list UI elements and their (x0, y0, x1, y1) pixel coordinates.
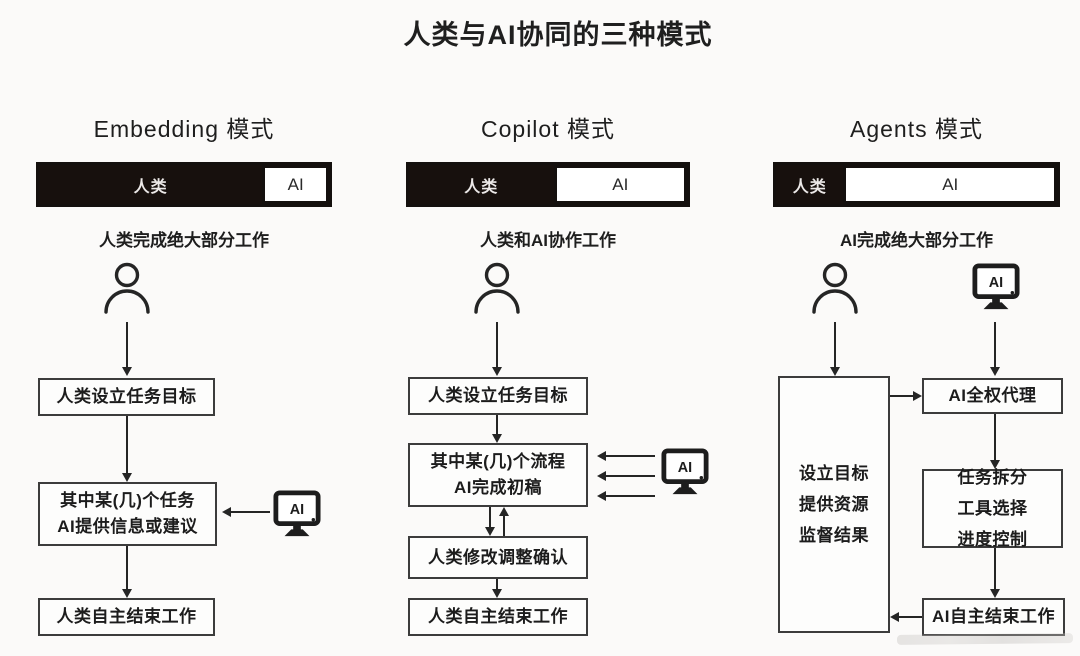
flow-box-ai-draft: 其中某(几)个流程 AI完成初稿 (408, 443, 588, 507)
watermark-smudge (896, 633, 1074, 645)
ratio-bar-embedding: 人类 AI (36, 162, 332, 207)
flow-box-label: 人类修改调整确认 (428, 547, 568, 567)
flow-box-ai-suggests: 其中某(几)个任务 AI提供信息或建议 (38, 482, 217, 546)
arrow-left-icon (890, 611, 922, 623)
bar-human-label: 人类 (792, 178, 827, 196)
arrow-down-icon (829, 322, 841, 376)
flow-box-human-oversight: 设立目标 提供资源 监督结果 (778, 376, 890, 633)
column-caption-agents: AI完成绝大部分工作 (840, 231, 993, 250)
bar-ai-segment: AI (262, 165, 329, 204)
ai-icon-label: AI (290, 502, 304, 518)
ai-computer-icon: AI (660, 448, 710, 496)
flow-box-human-revise: 人类修改调整确认 (408, 536, 588, 579)
column-caption-embedding: 人类完成绝大部分工作 (99, 231, 269, 250)
flow-box-label: 人类自主结束工作 (428, 607, 568, 626)
bar-human-label: 人类 (133, 178, 168, 196)
arrow-down-icon (491, 579, 503, 598)
arrow-left-icon (597, 490, 655, 502)
bar-ai-segment: AI (553, 165, 687, 204)
bar-ai-label: AI (942, 174, 959, 194)
flow-box-label: 任务拆分 (957, 468, 1028, 487)
bar-ai-label: AI (612, 174, 629, 194)
arrow-down-icon (121, 322, 133, 376)
arrow-down-icon (121, 416, 133, 482)
flow-box-label: 工具选择 (957, 499, 1028, 518)
flow-box-label: 人类自主结束工作 (56, 607, 197, 626)
ai-computer-icon: AI (272, 490, 322, 538)
person-icon (809, 262, 861, 316)
bar-human-segment: 人类 (39, 165, 263, 204)
flow-box-label: 其中某(几)个任务 (60, 491, 195, 510)
flow-box-label: 监督结果 (799, 526, 869, 545)
bar-human-label: 人类 (464, 178, 499, 196)
flow-box-set-goal: 人类设立任务目标 (38, 378, 215, 416)
flow-box-ai-tasks: 任务拆分 工具选择 进度控制 (922, 468, 1063, 549)
ai-icon-label: AI (989, 275, 1003, 291)
column-header-copilot: Copilot 模式 (481, 116, 615, 142)
bar-human-segment: 人类 (776, 165, 844, 204)
flow-box-human-ends: 人类自主结束工作 (38, 598, 215, 636)
bar-human-segment: 人类 (409, 165, 554, 204)
arrow-left-icon (597, 450, 655, 462)
ratio-bar-agents: 人类 AI (773, 162, 1060, 207)
flow-box-human-ends: 人类自主结束工作 (408, 598, 588, 636)
arrow-down-icon (989, 548, 1001, 598)
bar-ai-segment: AI (843, 165, 1057, 204)
person-icon (471, 262, 523, 316)
column-header-agents: Agents 模式 (850, 116, 983, 142)
arrow-left-icon (222, 506, 270, 518)
flow-box-ai-ends: AI自主结束工作 (922, 598, 1065, 636)
arrow-right-icon (890, 390, 922, 402)
flow-box-label: 其中某(几)个流程 (430, 452, 566, 471)
ratio-bar-copilot: 人类 AI (406, 162, 690, 207)
bar-ai-label: AI (287, 174, 304, 194)
diagram-title: 人类与AI协同的三种模式 (403, 20, 713, 50)
arrow-down-icon (989, 414, 1001, 469)
flow-box-label: AI全权代理 (948, 386, 1037, 405)
flow-box-label: 人类设立任务目标 (428, 386, 568, 405)
arrow-left-icon (597, 470, 655, 482)
arrow-down-icon (491, 415, 503, 443)
flow-box-ai-proxy: AI全权代理 (922, 378, 1063, 414)
flow-box-label: 提供资源 (799, 495, 869, 514)
column-caption-copilot: 人类和AI协作工作 (480, 231, 616, 250)
flow-box-label: AI完成初稿 (454, 478, 542, 497)
flow-box-label: 人类设立任务目标 (56, 387, 197, 406)
ai-icon-label: AI (678, 460, 692, 476)
arrow-down-icon (484, 507, 496, 536)
ai-computer-icon: AI (971, 263, 1021, 311)
flow-box-set-goal: 人类设立任务目标 (408, 377, 588, 415)
arrow-up-icon (498, 507, 510, 536)
arrow-down-icon (989, 322, 1001, 376)
column-header-embedding: Embedding 模式 (93, 116, 275, 142)
arrow-down-icon (491, 322, 503, 376)
flow-box-label: 进度控制 (957, 530, 1028, 549)
flow-box-label: AI自主结束工作 (932, 607, 1055, 626)
flow-box-label: AI提供信息或建议 (57, 517, 198, 536)
person-icon (101, 262, 153, 316)
arrow-down-icon (121, 546, 133, 598)
flow-box-label: 设立目标 (799, 464, 869, 483)
